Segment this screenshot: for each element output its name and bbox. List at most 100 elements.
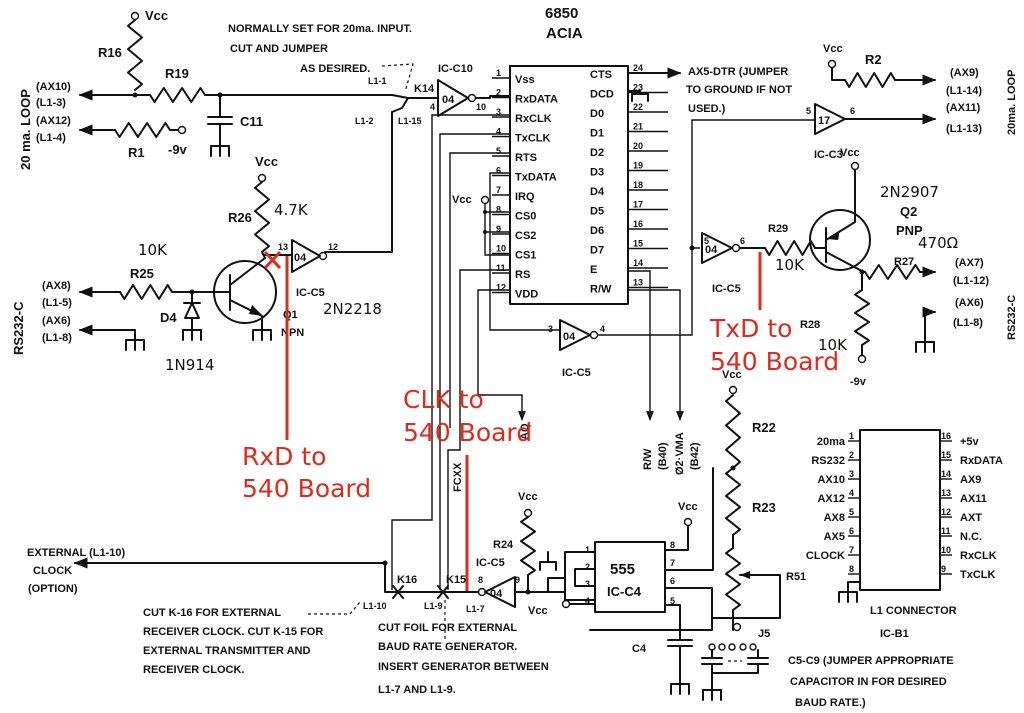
- jumper-pin-label: L1-15: [398, 116, 422, 126]
- vcc-label: Vcc: [518, 491, 538, 503]
- acia-pin-label: TxDATA: [515, 172, 557, 184]
- buffer-gate-symbol: [701, 232, 733, 264]
- connector-pin-label: RxDATA: [960, 455, 1003, 467]
- connector-title: L1 CONNECTOR: [870, 605, 957, 617]
- connector-pin-number: 14: [941, 469, 951, 479]
- connector-pin-number: 2: [849, 450, 854, 460]
- pin-number: 3: [548, 324, 553, 334]
- gate-label: 04: [705, 244, 718, 256]
- d4-label: D4: [160, 310, 177, 325]
- acia-pin-number: 14: [633, 258, 643, 268]
- note-line: CAPACITOR IN FOR DESIRED: [790, 676, 947, 688]
- junction-dot: [483, 210, 487, 214]
- acia-pin-number: 6: [496, 166, 501, 176]
- rw-line: (B40): [657, 442, 669, 470]
- acia-pin-number: 2: [496, 88, 501, 98]
- acia-body: [509, 65, 629, 305]
- terminal-icon: [561, 599, 571, 609]
- vma-line: Ø2·VMA: [674, 432, 686, 475]
- wire: [628, 289, 684, 421]
- junction-dot: [525, 589, 531, 595]
- rs232-title-right: RS232-C: [1006, 295, 1018, 340]
- port-label: (AX10): [36, 81, 71, 93]
- pin-number: 6: [850, 106, 855, 116]
- k14-label: K14: [414, 83, 435, 95]
- wire: [847, 581, 861, 593]
- ext-clock-label: CLOCK: [33, 565, 72, 577]
- acia-pin-label: TxCLK: [515, 133, 551, 145]
- jumper-pin-label: L1-7: [466, 604, 485, 614]
- acia-pin-number: 18: [633, 180, 643, 190]
- wire: [391, 114, 510, 590]
- connector-pin-number: 13: [941, 488, 951, 498]
- acia-pin-label: D5: [590, 206, 604, 218]
- note-line: C5-C9 (JUMPER APPROPRIATE: [788, 655, 954, 667]
- acia-pin-label: VDD: [515, 289, 538, 301]
- note-line: L1-7 AND L1-9.: [378, 684, 456, 696]
- acia-pin-number: 7: [496, 185, 501, 195]
- connector-pin-label: AX5: [824, 531, 845, 543]
- connector-pin-number: 9: [941, 564, 946, 574]
- port-label: (L1-8): [42, 332, 72, 344]
- ground-icon: [182, 329, 202, 341]
- jumper-pin-label: L1-10: [363, 601, 387, 611]
- timer-555-body: [594, 541, 666, 613]
- vcc-label: Vcc: [452, 194, 472, 206]
- ground-icon: [915, 341, 935, 353]
- r29-value: 10K: [775, 256, 805, 274]
- ic-c5-label: IC-C5: [712, 283, 741, 295]
- fcxx-label: FCXX: [452, 462, 464, 492]
- resistor-symbol: [127, 19, 143, 91]
- port-label: (AX7): [955, 257, 984, 269]
- wire: [489, 172, 560, 331]
- loop-title-left: 20 ma. LOOP: [18, 89, 33, 170]
- wire: [324, 94, 439, 253]
- terminal-icon: [589, 330, 599, 340]
- pin-number: 4: [600, 324, 605, 334]
- vcc-label: Vcc: [528, 605, 548, 617]
- terminal-icon: [732, 622, 742, 632]
- pin-number: 10: [476, 102, 486, 112]
- resistor-symbol: [520, 516, 536, 576]
- resistor-symbol: [114, 122, 171, 138]
- wire: [447, 420, 461, 590]
- wire: [477, 289, 526, 421]
- wire: [214, 257, 266, 331]
- note-line: CUT K-16 FOR EXTERNAL: [143, 607, 281, 619]
- acia-6850: 6850 ACIA 1Vss2RxDATA3RxCLK4TxCLK5RTS6Tx…: [492, 5, 668, 305]
- terminal-icon: [718, 643, 726, 651]
- r25-label: R25: [130, 266, 154, 281]
- acia-pin-label: R/W: [590, 284, 612, 296]
- aq-label: AQ: [519, 423, 531, 440]
- acia-pin-label: D1: [590, 128, 604, 140]
- connector-pin-number: 11: [941, 526, 951, 536]
- resistor-symbol: [854, 289, 870, 346]
- ext-clock-label: EXTERNAL (L1-10): [27, 547, 126, 559]
- terminal-icon: [731, 243, 741, 253]
- r16-label: R16: [98, 45, 122, 60]
- pin-number: 6: [670, 576, 675, 586]
- acia-pin-label: Vss: [515, 74, 535, 86]
- acia-pin-label: CS1: [515, 250, 536, 262]
- port-label: (L1-4): [36, 132, 66, 144]
- rs232-input-section: RS232-C (AX8) (L1-5) (AX6) (L1-8) 10K R2…: [11, 154, 382, 503]
- connector-pin-label: CLOCK: [806, 550, 845, 562]
- acia-pin-number: 15: [633, 239, 643, 249]
- connector-pin-number: 5: [849, 507, 854, 517]
- ic-c3-label: IC-C3: [814, 149, 843, 161]
- ic-c5-inverter-middle: 04 3 4 IC-C5: [548, 119, 815, 379]
- wire: [484, 204, 510, 256]
- note-line: BAUD RATE GENERATOR.: [378, 641, 517, 653]
- buffer-gate-symbol: [437, 79, 469, 117]
- bottom-notes: CUT K-16 FOR EXTERNAL RECEIVER CLOCK. CU…: [143, 607, 549, 696]
- resistor-symbol: [254, 181, 270, 253]
- junction-dot: [382, 560, 388, 566]
- resistor-symbol: [149, 87, 206, 103]
- neg9v-label: -9v: [850, 376, 867, 388]
- acia-pin-label: D7: [590, 245, 604, 257]
- r26-value: 4.7K: [274, 201, 309, 219]
- acia-pin-number: 24: [633, 63, 643, 73]
- r2-label: R2: [865, 52, 882, 67]
- wire: [589, 525, 713, 685]
